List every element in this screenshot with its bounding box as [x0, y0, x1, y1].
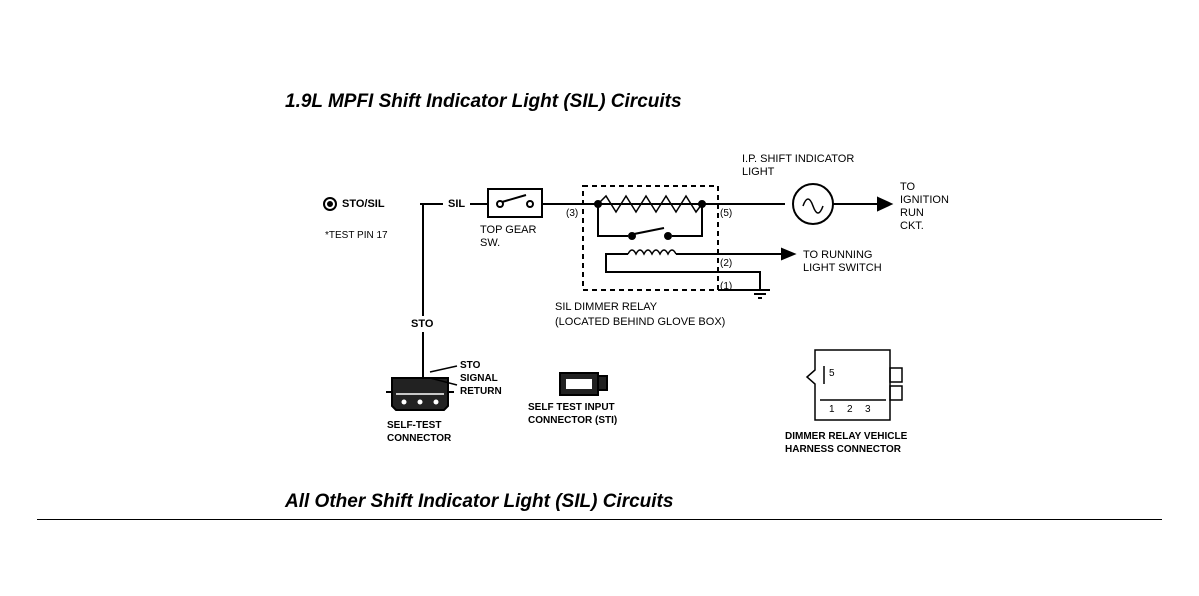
harness-connector-symbol — [805, 349, 903, 421]
label-pin2: (2) — [720, 258, 733, 269]
label-harness-connector: HARNESS CONNECTOR — [785, 444, 901, 455]
label-top-gear-sw: SW. — [480, 237, 501, 249]
label-harness: DIMMER RELAY VEHICLE — [785, 431, 908, 442]
self-test-connector-symbol — [386, 365, 458, 411]
label-sti-connector: CONNECTOR (STI) — [528, 415, 618, 426]
relay-coil — [627, 249, 677, 256]
label-pin3: (3) — [566, 208, 579, 219]
label-ip-light-2: LIGHT — [742, 166, 775, 178]
label-sil: SIL — [448, 198, 466, 210]
label-sto: STO — [411, 318, 434, 330]
label-sto-signal: STO — [460, 360, 481, 371]
label-sto-sil: STO/SIL — [342, 198, 385, 210]
label-test-pin: *TEST PIN 17 — [325, 230, 388, 241]
label-relay-location: (LOCATED BEHIND GLOVE BOX) — [555, 316, 726, 328]
label-sti: SELF TEST INPUT — [528, 402, 615, 413]
label-self-test-connector: CONNECTOR — [387, 433, 452, 444]
resistor — [597, 194, 703, 214]
label-relay: SIL DIMMER RELAY — [555, 301, 658, 313]
label-self-test: SELF-TEST — [387, 420, 442, 431]
label-signal: SIGNAL — [460, 373, 498, 384]
top-gear-switch — [487, 188, 543, 218]
self-test-input-connector-symbol — [559, 372, 608, 396]
test-pin-symbol — [323, 197, 337, 211]
label-ignition: IGNITION — [900, 194, 949, 206]
label-harness-pin5: 5 — [829, 368, 835, 379]
label-harness-pin3: 3 — [865, 404, 871, 415]
label-to-running: TO RUNNING — [803, 249, 873, 261]
label-pin5: (5) — [720, 208, 733, 219]
label-ip-light: I.P. SHIFT INDICATOR — [742, 153, 855, 165]
label-top-gear: TOP GEAR — [480, 224, 537, 236]
label-return: RETURN — [460, 386, 502, 397]
sil-dimmer-relay-box — [582, 185, 719, 291]
label-run: RUN — [900, 207, 924, 219]
label-ckt: CKT. — [900, 220, 924, 232]
label-harness-pin2: 2 — [847, 404, 853, 415]
main-title: 1.9L MPFI Shift Indicator Light (SIL) Ci… — [285, 91, 682, 112]
label-harness-pin1: 1 — [829, 404, 835, 415]
divider — [37, 519, 1162, 520]
other-title: All Other Shift Indicator Light (SIL) Ci… — [285, 491, 674, 512]
label-light-switch: LIGHT SWITCH — [803, 262, 882, 274]
label-to-ignition: TO — [900, 181, 916, 193]
label-pin1: (1) — [720, 281, 733, 292]
